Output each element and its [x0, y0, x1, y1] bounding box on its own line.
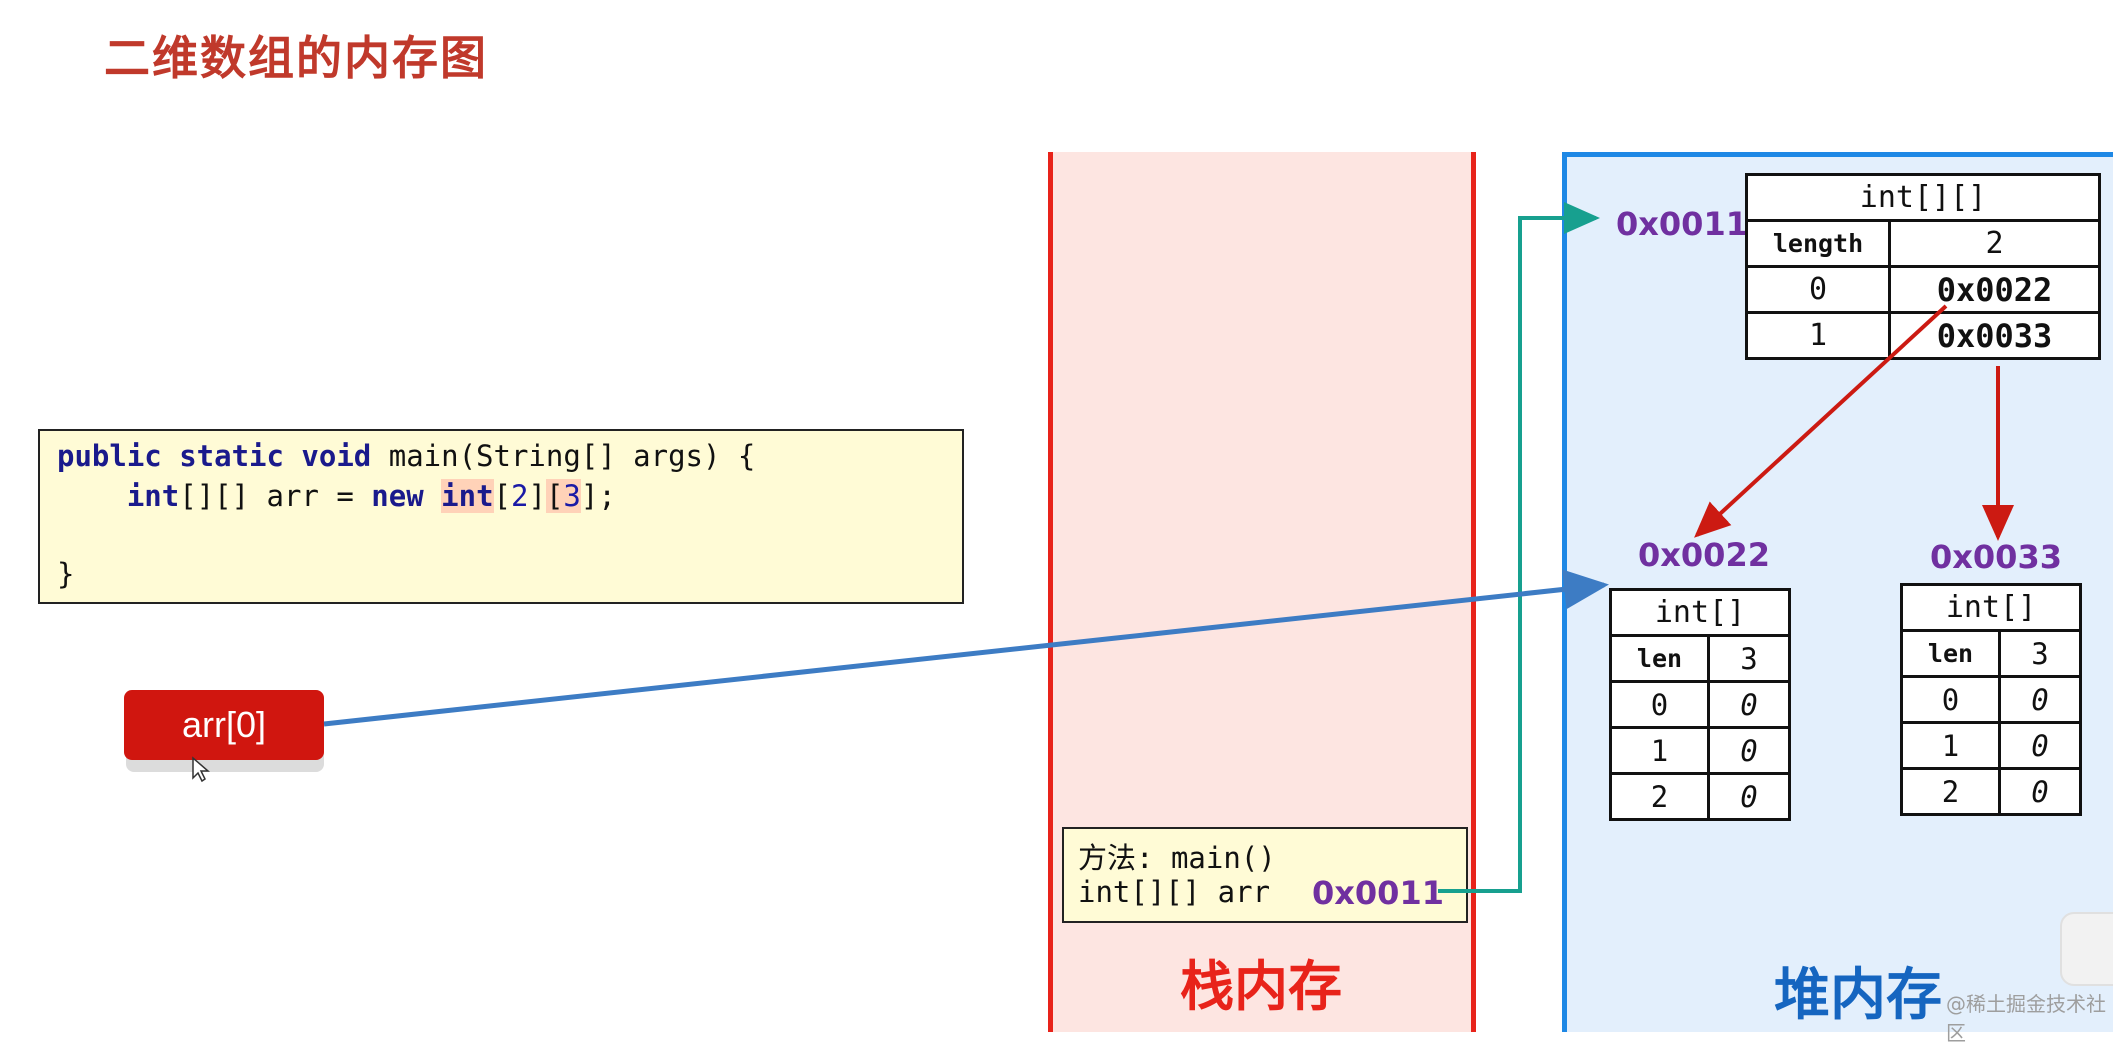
code-bracket-highlight: [	[545, 479, 564, 513]
arrows-layer	[192, 202, 2014, 893]
inner-row-value: 0	[1998, 675, 2082, 724]
inner-row-index: 2	[1900, 767, 2001, 816]
code-dim-2: 3	[563, 479, 581, 513]
inner-len-value: 3	[1998, 629, 2082, 678]
inner-row-value: 0	[1707, 772, 1791, 821]
inner-len-label: len	[1900, 629, 2001, 678]
inner-array-1-address: 0x0033	[1930, 538, 2062, 576]
outer-length-value: 2	[1888, 219, 2101, 268]
code-keyword-int-highlight: int	[441, 479, 494, 513]
code-bracket: [	[493, 479, 512, 513]
play-icon[interactable]	[2060, 912, 2113, 986]
stack-to-heap-arrow	[1438, 202, 1600, 893]
outer-row-value: 0x0033	[1888, 311, 2101, 360]
slide-title: 二维数组的内存图	[104, 31, 488, 85]
outer-array-address: 0x0011	[1616, 205, 1748, 243]
code-line-4: }	[57, 557, 75, 591]
code-text: main(String[] args) {	[371, 439, 756, 473]
code-snippet: public static void main(String[] args) {…	[38, 429, 964, 604]
ref-arrow-0x0022	[1694, 304, 1948, 538]
code-dim-1: 2	[511, 479, 529, 513]
inner-row-value: 0	[1707, 680, 1791, 729]
inner-row-value: 0	[1707, 726, 1791, 775]
inner-row-index: 1	[1609, 726, 1710, 775]
inner-array-type: int[]	[1900, 583, 2082, 632]
stack-memory-label: 栈内存	[1180, 955, 1342, 1018]
code-line-2: int[][] arr = new int[2][3];	[57, 479, 616, 513]
inner-row-index: 0	[1900, 675, 2001, 724]
outer-row-index: 0	[1745, 265, 1891, 314]
inner-array-0-address: 0x0022	[1638, 536, 1770, 574]
outer-array-type: int[][]	[1745, 173, 2101, 222]
code-bracket: ];	[580, 479, 616, 513]
frame-var-value: 0x0011	[1312, 874, 1444, 912]
inner-row-value: 0	[1998, 767, 2082, 816]
code-line-1: public static void main(String[] args) {	[57, 439, 755, 473]
inner-row-value: 0	[1998, 721, 2082, 770]
code-keywords: public static void	[57, 439, 372, 473]
code-keyword-new: new	[371, 479, 424, 513]
frame-method-label: 方法	[1078, 841, 1137, 875]
inner-row-index: 2	[1609, 772, 1710, 821]
arr0-callout[interactable]: arr[0]	[124, 690, 324, 760]
frame-method-name: main()	[1170, 841, 1276, 875]
outer-length-label: length	[1745, 219, 1891, 268]
main-stack-frame: 方法: main() int[][] arr	[1062, 827, 1468, 923]
mouse-cursor-icon	[192, 756, 211, 783]
frame-var-line: int[][] arr	[1078, 875, 1271, 909]
inner-row-index: 0	[1609, 680, 1710, 729]
watermark: @稀土掘金技术社区	[1946, 992, 2106, 1045]
inner-array-type: int[]	[1609, 588, 1791, 637]
code-keyword-int: int	[126, 479, 180, 513]
frame-method-line: 方法: main()	[1078, 835, 1276, 877]
code-bracket: ]	[528, 479, 546, 513]
inner-row-index: 1	[1900, 721, 2001, 770]
outer-row-index: 1	[1745, 311, 1891, 360]
code-text: [][] arr =	[179, 479, 372, 513]
arr0-callout-label: arr[0]	[181, 704, 267, 745]
outer-row-value: 0x0022	[1888, 265, 2101, 314]
inner-len-value: 3	[1707, 634, 1791, 683]
frame-method-sep: :	[1136, 841, 1171, 875]
callout-arrow	[323, 569, 1609, 727]
inner-len-label: len	[1609, 634, 1710, 683]
